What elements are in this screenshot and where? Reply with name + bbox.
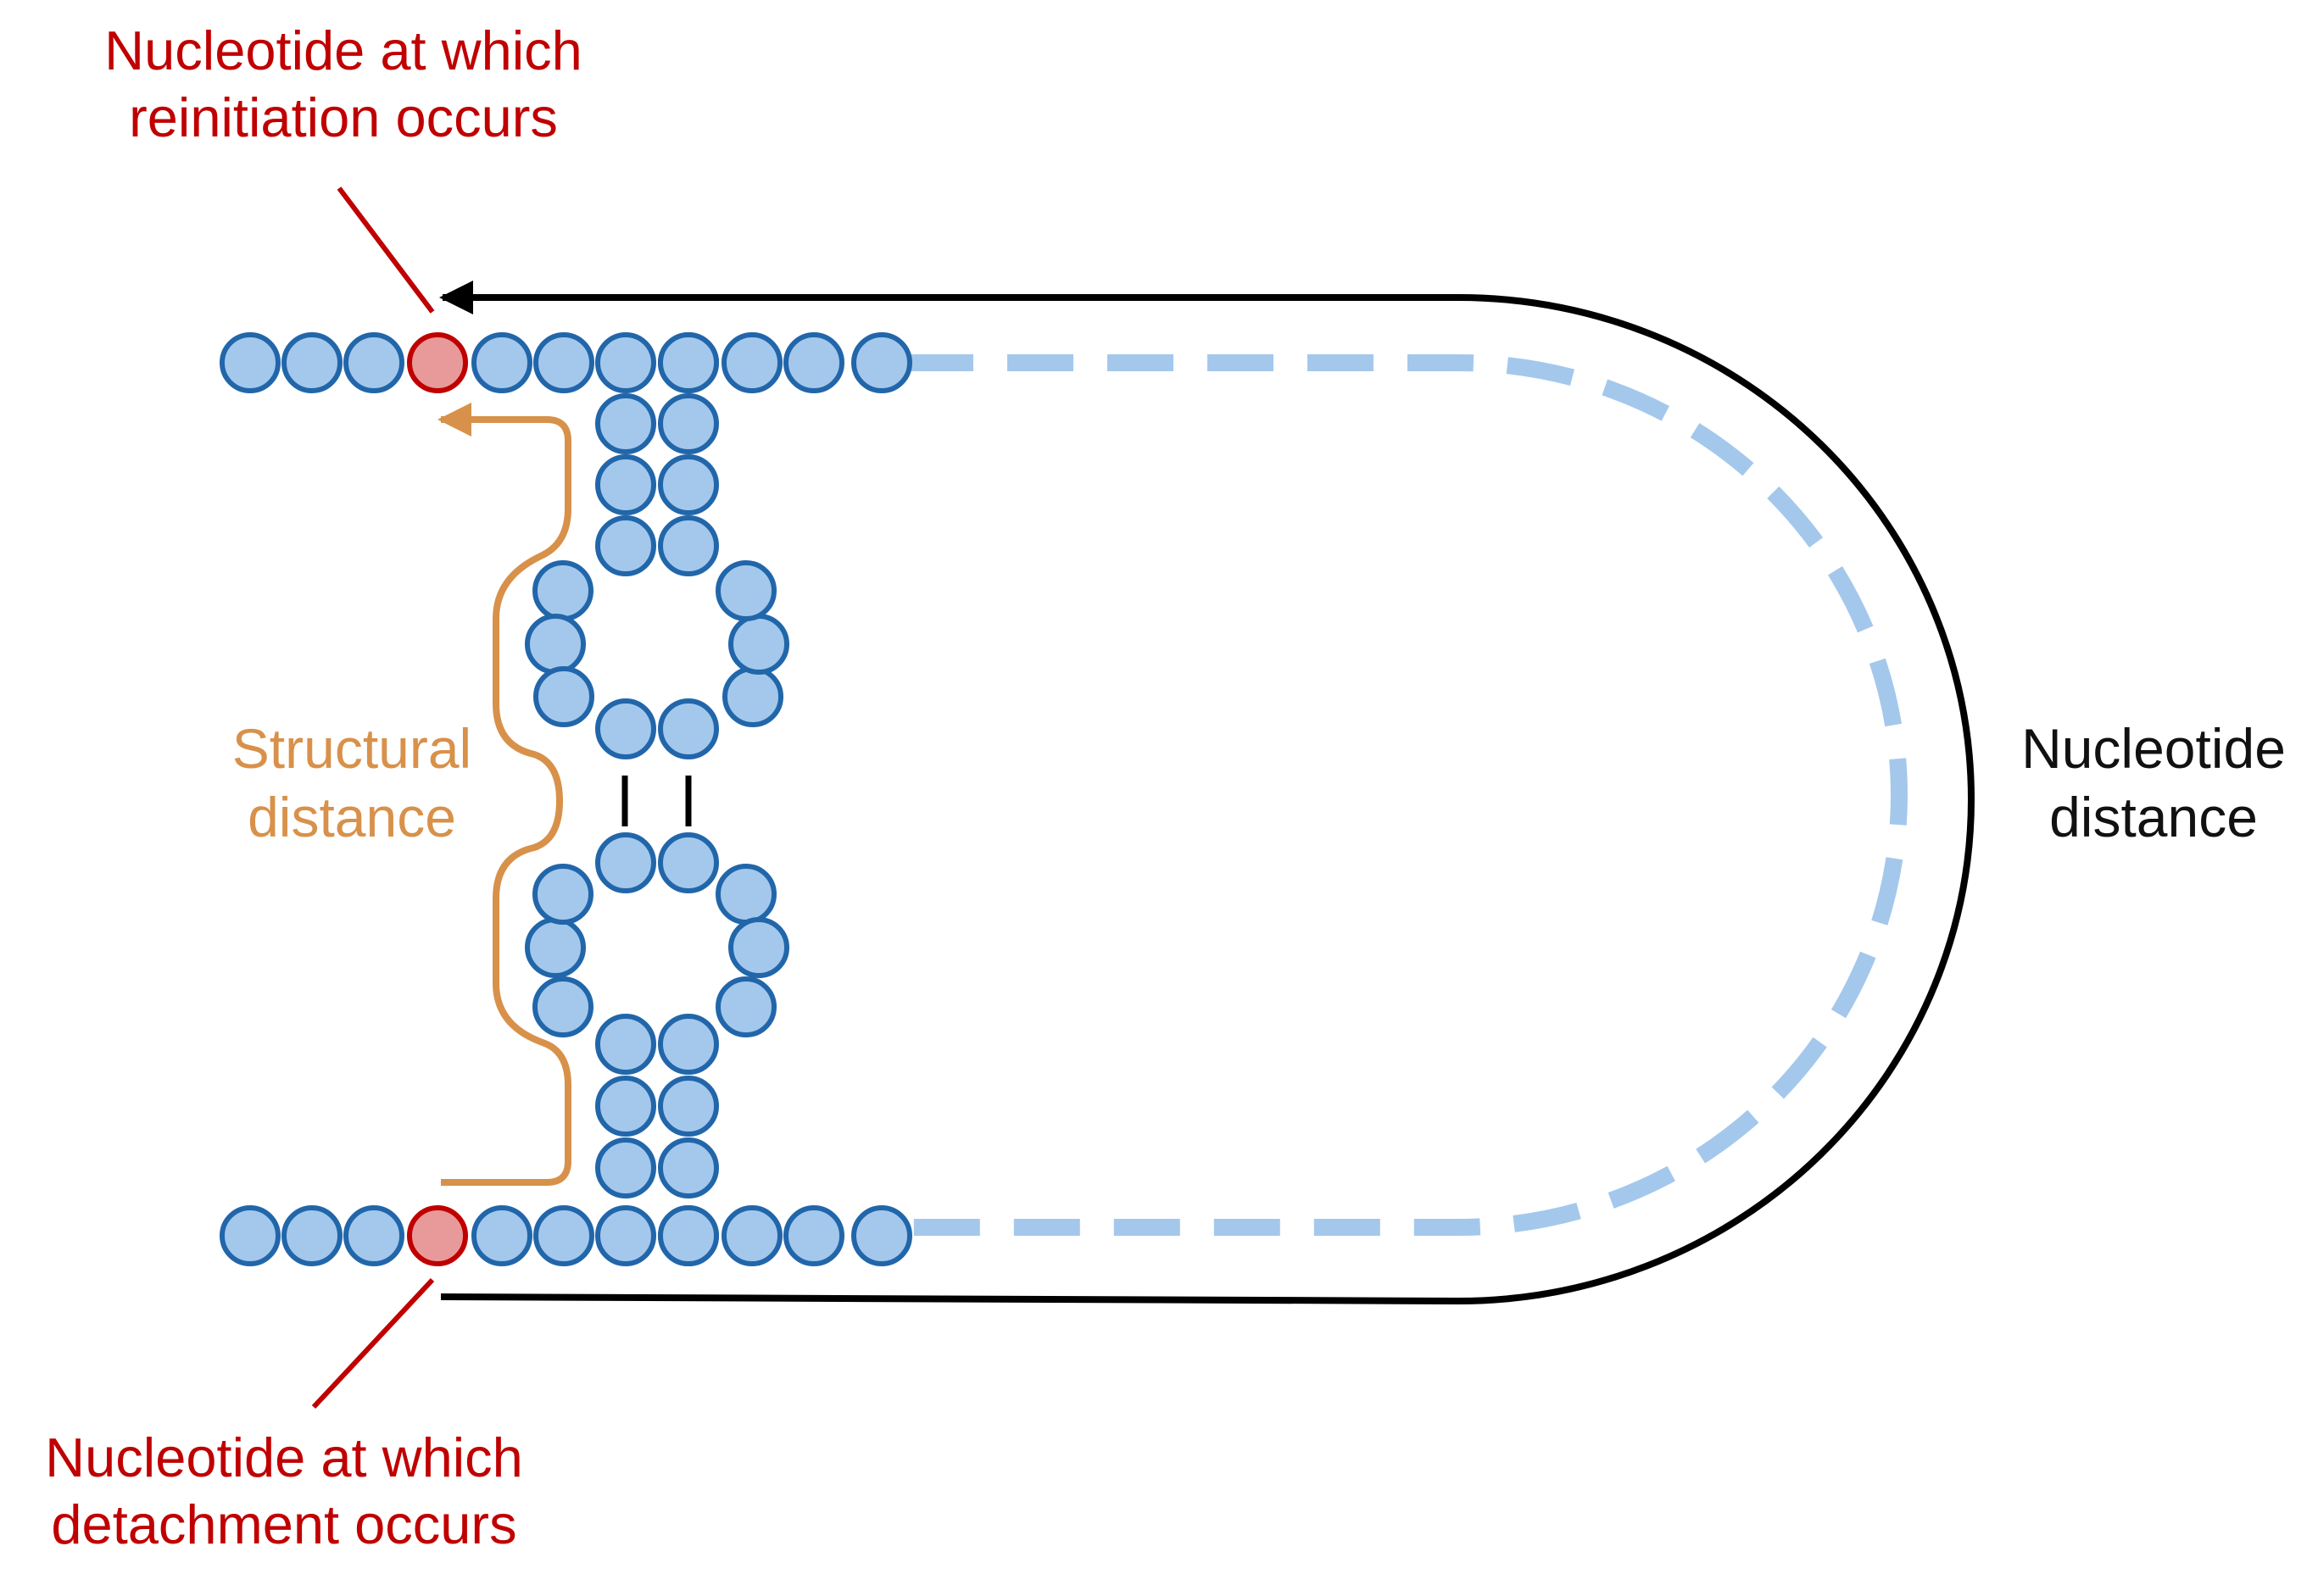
- nucleotide: [595, 832, 656, 893]
- nucleotide-distance-label: Nucleotide distance: [2021, 717, 2286, 848]
- nucleotide: [716, 976, 777, 1037]
- nucleotide: [343, 1205, 404, 1266]
- nucleotide: [220, 332, 281, 393]
- nucleotide: [658, 1076, 719, 1137]
- detachment-label: Nucleotide at which detachment occurs: [45, 1426, 523, 1556]
- nucleotide: [220, 1205, 281, 1266]
- nucleotide: [595, 698, 656, 759]
- nucleotide: [343, 332, 404, 393]
- nucleotide: [716, 560, 777, 621]
- nucleotide: [595, 332, 656, 393]
- nucleotide: [595, 515, 656, 576]
- nucleotide: [595, 1137, 656, 1198]
- nucleotide: [533, 666, 594, 727]
- nucleotide: [851, 1205, 912, 1266]
- nucleotide: [595, 1205, 656, 1266]
- nucleotide: [716, 864, 777, 925]
- reinitiation-pointer-line: [337, 186, 435, 314]
- nucleotide: [471, 1205, 532, 1266]
- nucleotide: [851, 332, 912, 393]
- nucleotide: [658, 515, 719, 576]
- nucleotide: [525, 614, 586, 675]
- nucleotide: [722, 666, 783, 727]
- nucleotide: [658, 393, 719, 454]
- structural-distance-label: Structural distance: [231, 717, 472, 848]
- nucleotide: [281, 332, 343, 393]
- nucleotide: [532, 976, 593, 1037]
- nucleotide: [722, 332, 783, 393]
- nucleotide: [471, 332, 532, 393]
- detachment-pointer-line: [311, 1277, 435, 1410]
- nucleotide: [532, 864, 593, 925]
- nucleotide: [658, 832, 719, 893]
- marked-nucleotide: [407, 332, 468, 393]
- nucleotide: [533, 332, 594, 393]
- nucleotide: [595, 1014, 656, 1075]
- nucleotide: [658, 454, 719, 515]
- marked-nucleotide: [407, 1205, 468, 1266]
- nucleotide-chain: [220, 332, 912, 1266]
- nucleotide: [595, 454, 656, 515]
- nucleotide: [658, 1014, 719, 1075]
- nucleotide: [658, 1205, 719, 1266]
- nucleotide: [281, 1205, 343, 1266]
- nucleotide: [722, 1205, 783, 1266]
- nucleotide: [728, 917, 789, 978]
- nucleotide: [783, 1205, 844, 1266]
- nucleotide: [783, 332, 844, 393]
- nucleotide: [728, 614, 789, 675]
- nucleotide: [525, 917, 586, 978]
- dashed-backbone: [907, 354, 1908, 1236]
- nucleotide: [658, 698, 719, 759]
- nucleotide: [658, 1137, 719, 1198]
- reinitiation-label: Nucleotide at which reinitiation occurs: [104, 19, 582, 149]
- structural-distance-arrow: [437, 403, 571, 1186]
- nucleotide: [532, 560, 593, 621]
- nucleotide: [658, 332, 719, 393]
- nucleotide-distance-arrow: [439, 281, 1975, 1305]
- nucleotide: [533, 1205, 594, 1266]
- nucleotide: [595, 1076, 656, 1137]
- nucleotide: [595, 393, 656, 454]
